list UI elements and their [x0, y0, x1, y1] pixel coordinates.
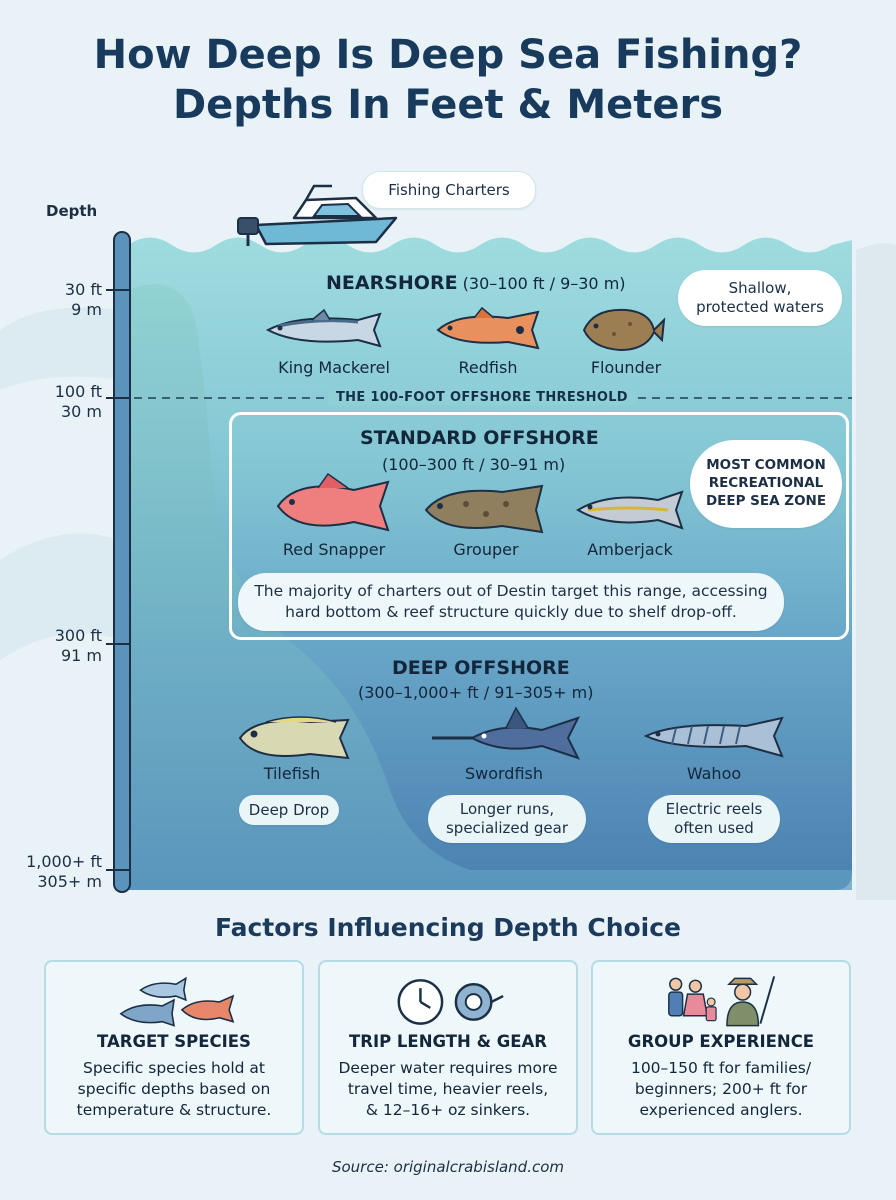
factor-title-group-experience: GROUP EXPERIENCE	[627, 1032, 815, 1051]
red-snapper-icon	[276, 472, 390, 532]
depth-marker-100: 100 ft 30 m	[54, 382, 102, 421]
flounder-icon	[582, 308, 666, 352]
page-title: How Deep Is Deep Sea Fishing? Depths In …	[0, 30, 896, 130]
fish-name-redfish: Redfish	[458, 358, 518, 377]
fish-name-grouper: Grouper	[453, 540, 519, 559]
standard-offshore-info-bubble: The majority of charters out of Destin t…	[238, 573, 784, 631]
fishing-charters-bubble: Fishing Charters	[362, 171, 536, 209]
most-common-zone-bubble: MOST COMMON RECREATIONAL DEEP SEA ZONE	[690, 440, 842, 528]
factor-title-trip-length: TRIP LENGTH & GEAR	[348, 1032, 548, 1051]
swordfish-note-bubble: Longer runs, specialized gear	[428, 795, 586, 843]
title-line-2: Depths In Feet & Meters	[172, 82, 724, 128]
fish-name-flounder: Flounder	[590, 358, 662, 377]
clock-reel-icon	[397, 979, 504, 1025]
fish-name-swordfish: Swordfish	[464, 764, 544, 783]
fish-group-icon	[119, 976, 235, 1027]
tilefish-note-bubble: Deep Drop	[239, 795, 339, 825]
grouper-icon	[424, 484, 544, 534]
fish-name-amberjack: Amberjack	[587, 540, 673, 559]
deep-offshore-title: DEEP OFFSHORE	[392, 657, 570, 679]
standard-offshore-title: STANDARD OFFSHORE	[360, 427, 599, 449]
depth-heading: Depth	[46, 202, 98, 220]
fish-name-king-mackerel: King Mackerel	[278, 358, 390, 377]
nearshore-title: NEARSHORE	[326, 272, 458, 294]
factor-card-group-experience: GROUP EXPERIENCE 100–150 ft for families…	[591, 960, 851, 1135]
nearshore-heading: NEARSHORE (30–100 ft / 9–30 m)	[326, 272, 626, 294]
standard-offshore-range: (100–300 ft / 30–91 m)	[382, 455, 566, 474]
deep-offshore-range: (300–1,000+ ft / 91–305+ m)	[358, 683, 594, 702]
tilefish-icon	[238, 716, 350, 760]
depth-marker-30: 30 ft 9 m	[64, 280, 102, 319]
fish-name-tilefish: Tilefish	[263, 764, 321, 783]
redfish-icon	[436, 306, 540, 350]
king-mackerel-icon	[265, 308, 382, 348]
depth-marker-300: 300 ft 91 m	[54, 626, 102, 665]
nearshore-note-bubble: Shallow, protected waters	[678, 270, 842, 326]
depth-marker-1000: 1,000+ ft 305+ m	[26, 852, 102, 891]
amberjack-icon	[576, 490, 684, 530]
boat-icon	[237, 184, 398, 246]
nearshore-range: (30–100 ft / 9–30 m)	[462, 274, 626, 293]
swordfish-icon	[432, 706, 580, 760]
factors-title: Factors Influencing Depth Choice	[214, 913, 682, 942]
factor-text-trip-length: Deeper water requires more travel time, …	[338, 1059, 558, 1119]
factor-text-group-experience: 100–150 ft for families/ beginners; 200+…	[630, 1059, 812, 1119]
fish-name-red-snapper: Red Snapper	[282, 540, 386, 559]
fish-name-wahoo: Wahoo	[686, 764, 742, 783]
factor-card-trip-length: TRIP LENGTH & GEAR Deeper water requires…	[318, 960, 578, 1135]
threshold-label: THE 100-FOOT OFFSHORE THRESHOLD	[328, 390, 636, 405]
wahoo-icon	[643, 716, 784, 758]
title-line-1: How Deep Is Deep Sea Fishing?	[93, 32, 803, 78]
fish-illustrations	[238, 306, 784, 760]
source-credit: Source: originalcrabisland.com	[331, 1158, 565, 1176]
factor-card-target-species: TARGET SPECIES Specific species hold at …	[44, 960, 304, 1135]
factor-text-target-species: Specific species hold at specific depths…	[76, 1059, 272, 1119]
family-angler-icon	[668, 976, 776, 1027]
wahoo-note-bubble: Electric reels often used	[648, 795, 780, 843]
factor-title-target-species: TARGET SPECIES	[97, 1032, 251, 1051]
standard-offshore-box	[229, 412, 849, 640]
